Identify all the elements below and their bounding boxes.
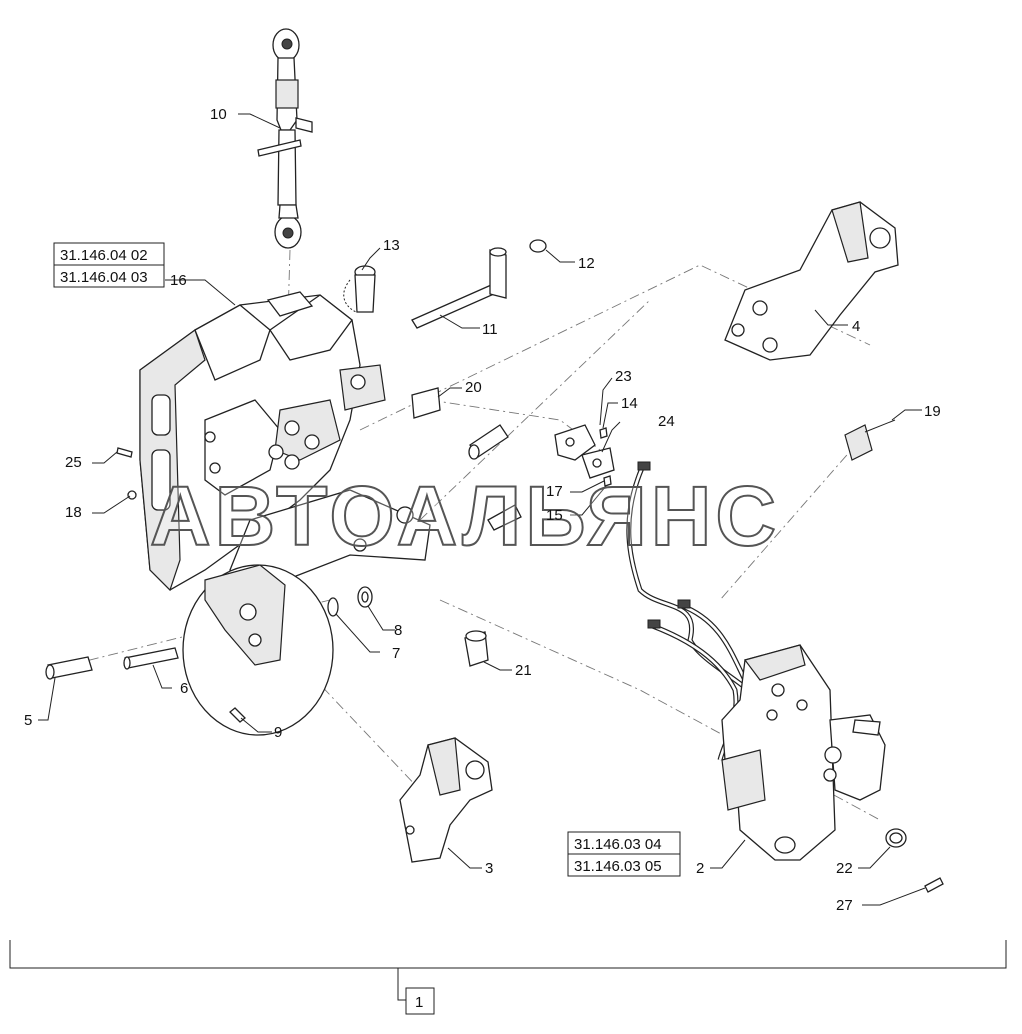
callout-2: 2	[696, 860, 704, 877]
main-housing-part-16	[139, 291, 431, 592]
bracket-part-3	[399, 737, 493, 863]
callout-4: 4	[852, 318, 860, 335]
callout-20: 20	[465, 379, 482, 396]
assembly-callout: 1	[415, 994, 423, 1011]
bracket-part-4	[724, 201, 899, 361]
callout-24: 24	[658, 413, 675, 430]
callout-5: 5	[24, 712, 32, 729]
ref-lower-1[interactable]: 31.146.03 04	[574, 836, 662, 853]
callout-18: 18	[65, 504, 82, 521]
callout-11: 11	[482, 321, 498, 338]
callout-21: 21	[515, 662, 532, 679]
callout-12: 12	[578, 255, 595, 272]
ref-upper-1[interactable]: 31.146.04 02	[60, 247, 148, 264]
screw-part-25	[116, 447, 133, 458]
callout-22: 22	[836, 860, 853, 877]
pin-part-6	[123, 647, 179, 670]
ref-box-lower[interactable]: 31.146.03 04 31.146.03 05	[567, 831, 681, 877]
callout-19: 19	[924, 403, 941, 420]
sensor-part-19	[844, 419, 896, 461]
callout-6: 6	[180, 680, 188, 697]
screw-part-14	[599, 427, 608, 439]
callout-8: 8	[394, 622, 402, 639]
callout-3: 3	[485, 860, 493, 877]
callout-23: 23	[615, 368, 632, 385]
callout-14: 14	[621, 395, 638, 412]
callout-25: 25	[65, 454, 82, 471]
bracket-part-23	[554, 424, 596, 461]
screw-part-17	[603, 475, 612, 487]
callout-labels: 10 13 12 11 16 4 23 20 14 19 24 25 17 18…	[24, 106, 941, 914]
callout-27: 27	[836, 897, 853, 914]
nut-part-8	[357, 586, 373, 608]
callout-15: 15	[546, 507, 563, 524]
pin-part-27	[924, 877, 944, 893]
cap-part-22	[885, 828, 907, 848]
ref-box-upper[interactable]: 31.146.04 02 31.146.04 03	[53, 242, 165, 288]
nut-part-18	[127, 490, 137, 500]
callout-7: 7	[392, 645, 400, 662]
pin-part-5	[45, 656, 93, 680]
lynch-pin-part-13	[343, 265, 376, 313]
sleeve-part-21	[464, 630, 489, 667]
callout-13: 13	[383, 237, 400, 254]
callout-17: 17	[546, 483, 563, 500]
callout-10: 10	[210, 106, 227, 123]
top-link-part-10	[257, 28, 313, 249]
ref-lower-2[interactable]: 31.146.03 05	[574, 858, 662, 875]
watermark-text: АВТОАЛЬЯНС	[150, 469, 780, 563]
sleeves	[468, 424, 522, 531]
hitch-disc	[182, 564, 334, 736]
long-pin-part-11	[411, 247, 507, 329]
callout-9: 9	[274, 724, 282, 741]
assembly-callout-box: 1	[405, 987, 435, 1015]
assembly-bracket	[9, 940, 1007, 1001]
washer-part-7	[327, 597, 339, 617]
leader-lines	[38, 113, 926, 906]
bracket-part-24	[581, 447, 615, 479]
cylinder-part-2	[721, 644, 886, 861]
callout-16: 16	[170, 272, 187, 289]
cap-part-12	[529, 239, 547, 253]
decal-part-20	[411, 387, 441, 419]
ref-upper-2[interactable]: 31.146.04 03	[60, 269, 148, 286]
